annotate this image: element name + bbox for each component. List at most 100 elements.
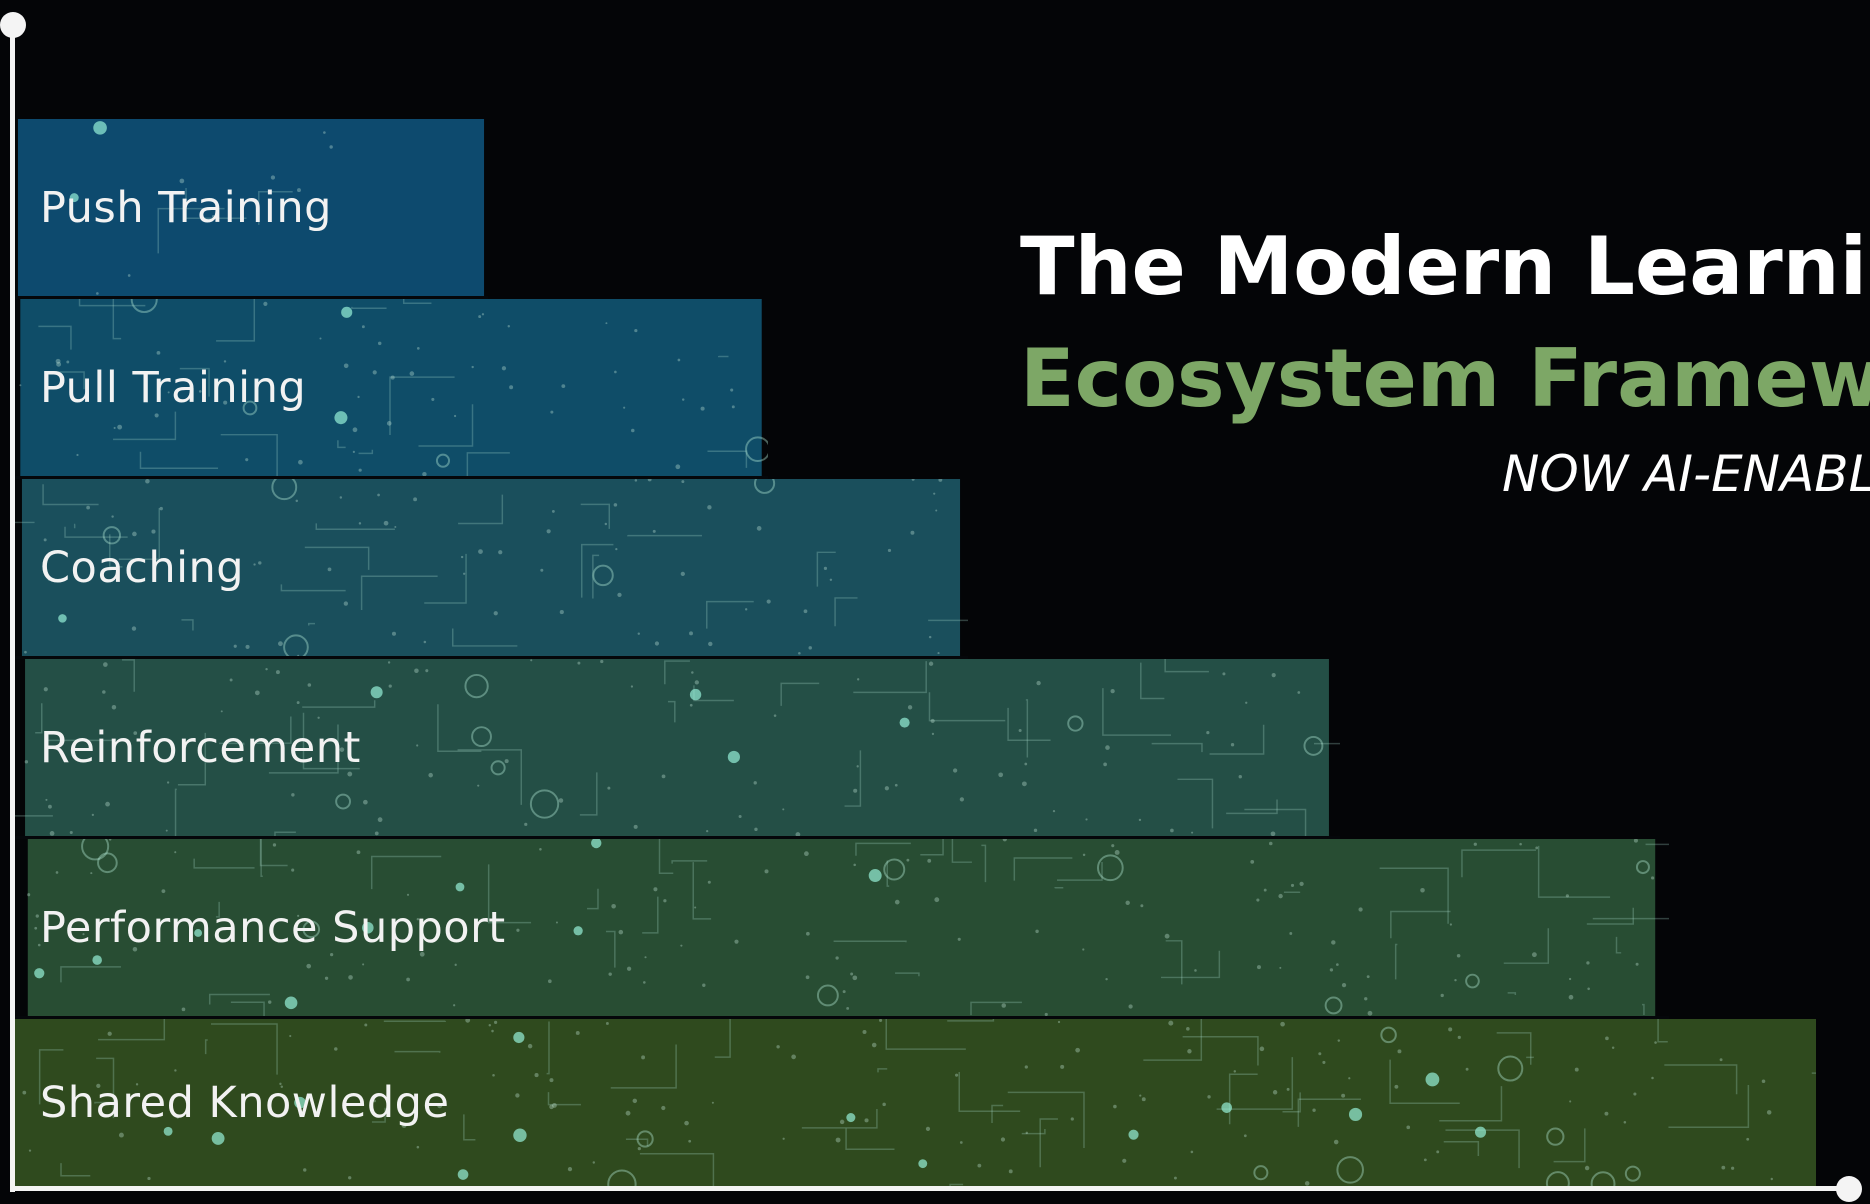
circuit-trace: [307, 622, 316, 626]
circuit-node: [1531, 952, 1537, 958]
circuit-node: [647, 479, 652, 482]
circuit-node: [1367, 1010, 1373, 1016]
circuit-trace: [947, 1019, 995, 1022]
circuit-node: [343, 363, 349, 369]
circuit-trace: [658, 839, 674, 874]
step-push-training: Push Training: [14, 119, 488, 299]
circuit-trace: [1668, 1084, 1750, 1128]
circuit-node: [959, 797, 964, 802]
circuit-node: [268, 1000, 272, 1004]
circuit-node: [453, 1004, 456, 1007]
circuit-node: [1113, 1104, 1117, 1109]
circuit-node: [706, 829, 709, 833]
circuit-node: [1337, 1039, 1341, 1042]
circuit-ring: [883, 858, 906, 881]
circuit-node: [727, 750, 740, 764]
circuit-trace: [216, 299, 256, 342]
circuit-ring: [283, 634, 309, 656]
circuit-trace: [1503, 928, 1550, 964]
circuit-ring: [302, 920, 321, 939]
circuit-node: [386, 421, 392, 426]
circuit-node: [356, 850, 361, 855]
circuit-node: [1721, 1165, 1726, 1170]
circuit-node: [894, 899, 900, 905]
circuit-node: [953, 768, 958, 773]
circuit-node: [102, 690, 106, 694]
circuit-node: [416, 1145, 420, 1149]
circuit-trace: [424, 553, 467, 604]
circuit-node: [688, 1139, 692, 1143]
circuit-trace: [1007, 1091, 1085, 1148]
circuit-trace: [845, 1128, 895, 1150]
circuit-node: [1259, 1046, 1265, 1052]
circuit-node: [707, 880, 711, 884]
circuit-ring: [1497, 1055, 1524, 1082]
circuit-node: [1406, 1125, 1411, 1130]
circuit-trace: [1461, 849, 1537, 878]
circuit-node: [1263, 888, 1267, 892]
circuit-node: [641, 1055, 646, 1060]
circuit-node: [1256, 965, 1261, 970]
circuit-trace: [177, 732, 207, 786]
circuit-node: [1297, 691, 1301, 694]
circuit-trace: [220, 433, 278, 476]
circuit-trace: [78, 299, 146, 307]
circuit-node: [1125, 900, 1130, 905]
circuit-node: [680, 944, 683, 947]
circuit-node: [280, 1085, 284, 1088]
step-label: Push Training: [40, 182, 332, 233]
circuit-node: [1568, 977, 1572, 981]
circuit-node: [394, 525, 397, 528]
circuit-node: [1719, 1058, 1723, 1062]
circuit-ring: [1465, 973, 1480, 989]
circuit-trace: [1445, 1129, 1520, 1169]
circuit-ring: [471, 726, 492, 748]
circuit-trace: [55, 371, 85, 390]
circuit-node: [194, 929, 203, 937]
vertical-axis: [10, 22, 15, 1192]
circuit-node: [383, 520, 389, 526]
circuit-node: [871, 1042, 877, 1048]
step-label: Performance Support: [40, 902, 506, 953]
circuit-node: [600, 659, 604, 664]
circuit-node: [654, 641, 660, 646]
circuit-node: [335, 743, 338, 746]
circuit-trace: [1645, 843, 1669, 846]
axis-endpoint-right: [1836, 1176, 1862, 1202]
circuit-trace: [389, 376, 455, 435]
circuit-node: [1456, 953, 1461, 958]
circuit-node: [86, 505, 90, 510]
circuit-node: [431, 397, 435, 401]
circuit-node: [477, 784, 480, 787]
circuit-node: [91, 813, 94, 817]
circuit-node: [296, 701, 300, 704]
circuit-trace: [1297, 1098, 1361, 1127]
circuit-node: [1256, 898, 1260, 902]
circuit-node: [1279, 966, 1282, 969]
circuit-node: [1082, 948, 1085, 951]
circuit-trace: [96, 1057, 115, 1119]
circuit-node: [147, 1176, 151, 1181]
circuit-trace: [45, 739, 114, 760]
circuit-trace: [1102, 688, 1171, 736]
circuit-node: [253, 563, 256, 566]
step-pull-training: Pull Training: [14, 299, 768, 479]
circuit-node: [551, 510, 555, 513]
circuit-node: [133, 731, 138, 735]
circuit-node: [766, 599, 771, 604]
circuit-node: [850, 972, 854, 976]
circuit-ring: [592, 564, 614, 587]
circuit-trace: [118, 508, 160, 560]
circuit-ring: [607, 1169, 637, 1187]
step-label: Pull Training: [40, 362, 307, 413]
circuit-trace: [35, 703, 43, 734]
circuit-node: [1358, 907, 1363, 912]
circuit-node: [730, 388, 734, 392]
circuit-node: [362, 963, 365, 966]
circuit-node: [887, 548, 892, 553]
circuit-trace: [260, 839, 263, 878]
circuit-node: [131, 626, 137, 631]
circuit-node: [161, 889, 166, 894]
circuit-trace: [1553, 1128, 1586, 1163]
